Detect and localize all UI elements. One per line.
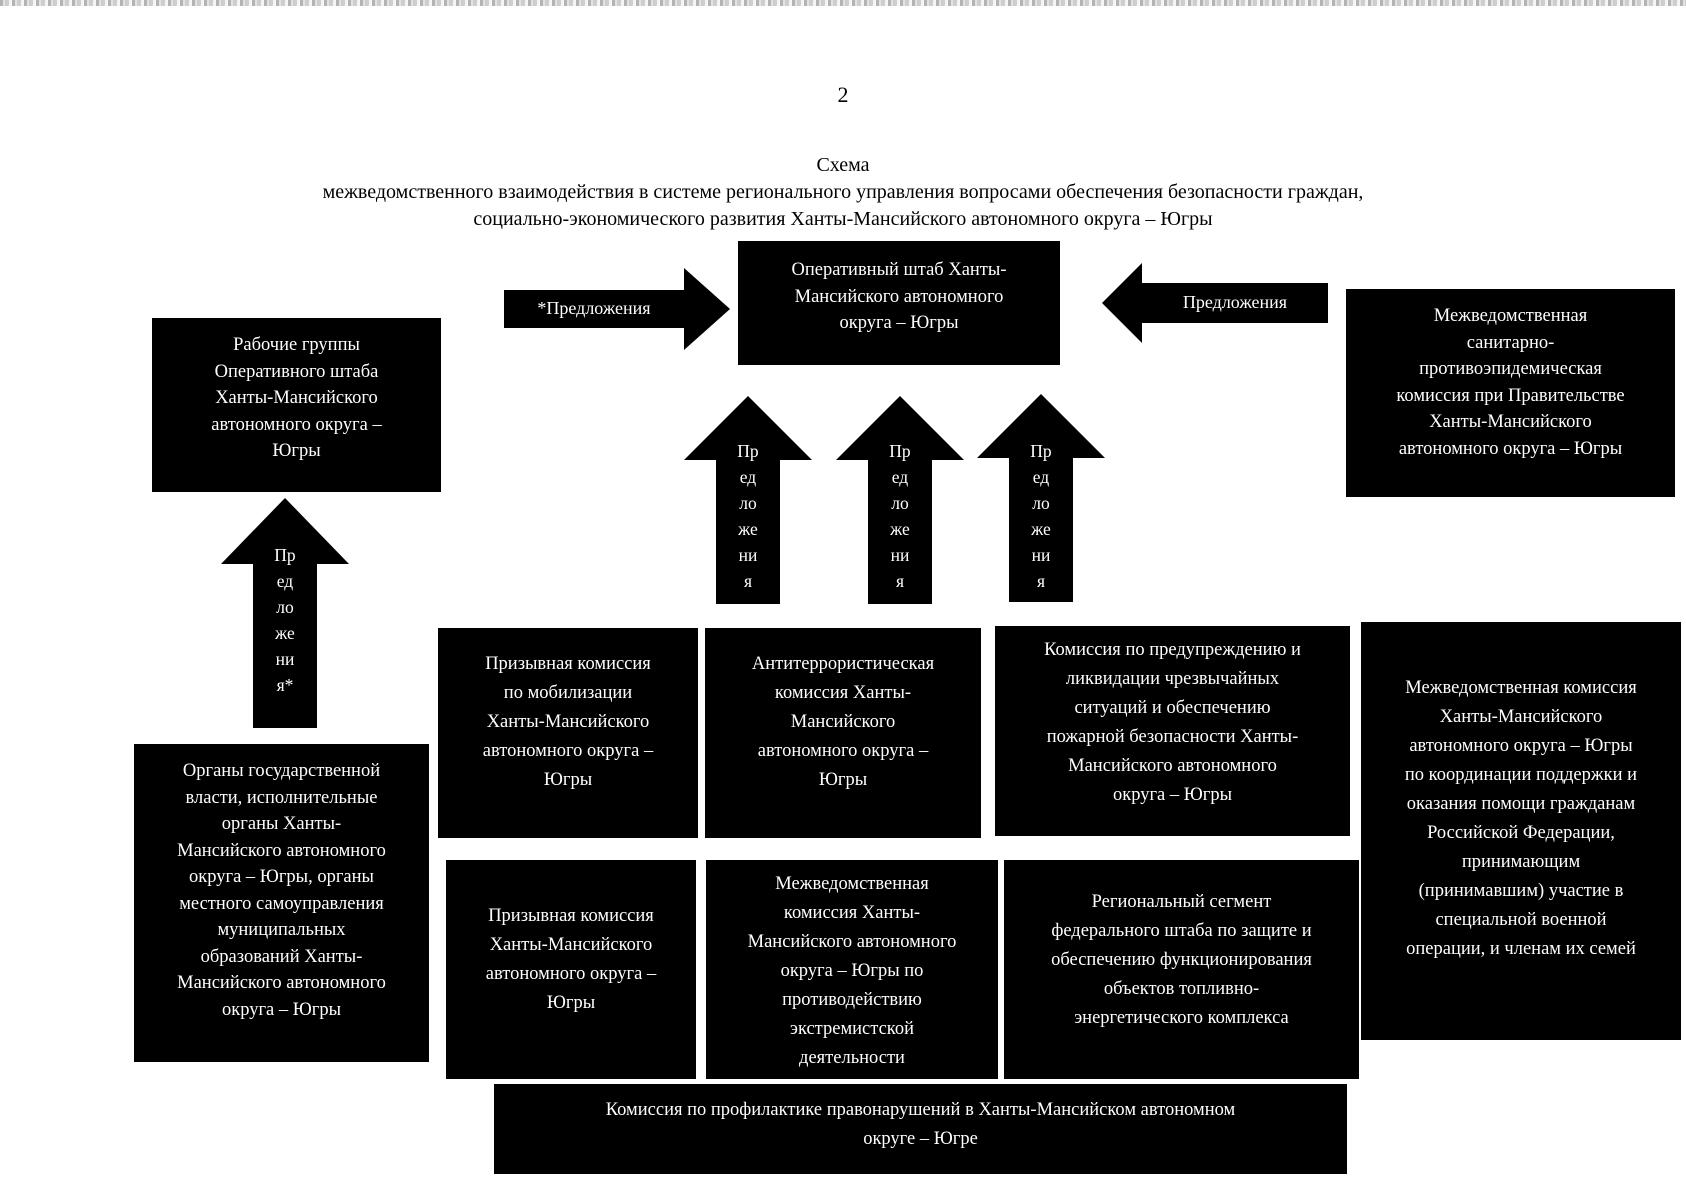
box-svo-support-commission: Межведомственная комиссия Ханты-Мансийск… bbox=[1361, 622, 1681, 1040]
box-sanitary-commission-text: Межведомственная санитарно- противоэпиде… bbox=[1396, 306, 1625, 459]
box-extremism-commission: Межведомственная комиссия Ханты- Мансийс… bbox=[706, 860, 998, 1079]
box-mobilization-commission: Призывная комиссия по мобилизации Ханты-… bbox=[438, 628, 698, 838]
arrow-proposals-vertical-1: Пр ед ло же ни я bbox=[684, 396, 812, 604]
arrow-left-shape bbox=[1102, 263, 1328, 343]
box-operational-hq: Оперативный штаб Ханты- Мансийского авто… bbox=[738, 241, 1060, 365]
arrow-proposals-vertical-left: Пр ед ло же ни я* bbox=[221, 498, 349, 728]
arrow-proposals-vertical-2-label: Пр ед ло же ни я bbox=[889, 441, 911, 591]
arrow-proposals-vertical-3-label: Пр ед ло же ни я bbox=[1030, 441, 1052, 591]
arrow-up-shape bbox=[836, 396, 964, 604]
box-mobilization-commission-text: Призывная комиссия по мобилизации Ханты-… bbox=[482, 654, 654, 790]
box-government-bodies: Органы государственной власти, исполните… bbox=[134, 744, 429, 1062]
scan-edge-noise bbox=[0, 0, 1686, 6]
arrow-up-shape bbox=[221, 498, 349, 728]
box-conscription-commission: Призывная комиссия Ханты-Мансийского авт… bbox=[446, 860, 696, 1079]
box-fuel-energy-segment-text: Региональный сегмент федерального штаба … bbox=[1051, 892, 1312, 1028]
box-emergency-commission-text: Комиссия по предупреждению и ликвидации … bbox=[1044, 640, 1301, 805]
title-line-3: социально-экономического развития Ханты-… bbox=[473, 208, 1213, 230]
box-offense-prevention-commission-text: Комиссия по профилактике правонарушений … bbox=[605, 1100, 1236, 1149]
page-number: 2 bbox=[837, 82, 849, 107]
arrow-up-shape bbox=[684, 396, 812, 604]
arrow-proposals-vertical-2: Пр ед ло же ни я bbox=[836, 396, 964, 604]
arrow-proposals-left-label: *Предложения bbox=[537, 298, 651, 318]
arrow-proposals-right: Предложения bbox=[1102, 263, 1328, 343]
box-svo-support-commission-text: Межведомственная комиссия Ханты-Мансийск… bbox=[1404, 678, 1638, 959]
box-working-groups-text: Рабочие группы Оперативного штаба Ханты-… bbox=[211, 335, 382, 461]
box-working-groups: Рабочие группы Оперативного штаба Ханты-… bbox=[152, 318, 441, 492]
box-operational-hq-text: Оперативный штаб Ханты- Мансийского авто… bbox=[791, 260, 1007, 333]
diagram-title: Схема межведомственного взаимодействия в… bbox=[0, 152, 1686, 233]
box-conscription-commission-text: Призывная комиссия Ханты-Мансийского авт… bbox=[485, 906, 657, 1013]
arrow-proposals-left: *Предложения bbox=[504, 268, 730, 350]
title-line-2: межведомственного взаимодействия в систе… bbox=[322, 181, 1364, 203]
box-extremism-commission-text: Межведомственная комиссия Ханты- Мансийс… bbox=[747, 874, 957, 1068]
box-government-bodies-text: Органы государственной власти, исполните… bbox=[177, 761, 386, 1020]
arrow-proposals-vertical-3: Пр ед ло же ни я bbox=[977, 394, 1105, 602]
arrow-right-shape bbox=[504, 268, 730, 350]
box-sanitary-commission: Межведомственная санитарно- противоэпиде… bbox=[1346, 289, 1675, 497]
box-fuel-energy-segment: Региональный сегмент федерального штаба … bbox=[1004, 860, 1359, 1079]
arrow-proposals-vertical-left-label: Пр ед ло же ни я* bbox=[274, 545, 296, 695]
arrow-proposals-vertical-1-label: Пр ед ло же ни я bbox=[737, 441, 759, 591]
title-line-1: Схема bbox=[816, 154, 870, 176]
arrow-proposals-right-label: Предложения bbox=[1182, 292, 1288, 312]
box-antiterror-commission: Антитеррористическая комиссия Ханты- Ман… bbox=[705, 628, 981, 838]
box-antiterror-commission-text: Антитеррористическая комиссия Ханты- Ман… bbox=[751, 654, 935, 790]
arrow-up-shape bbox=[977, 394, 1105, 602]
box-offense-prevention-commission: Комиссия по профилактике правонарушений … bbox=[494, 1084, 1347, 1174]
box-emergency-commission: Комиссия по предупреждению и ликвидации … bbox=[995, 626, 1350, 836]
